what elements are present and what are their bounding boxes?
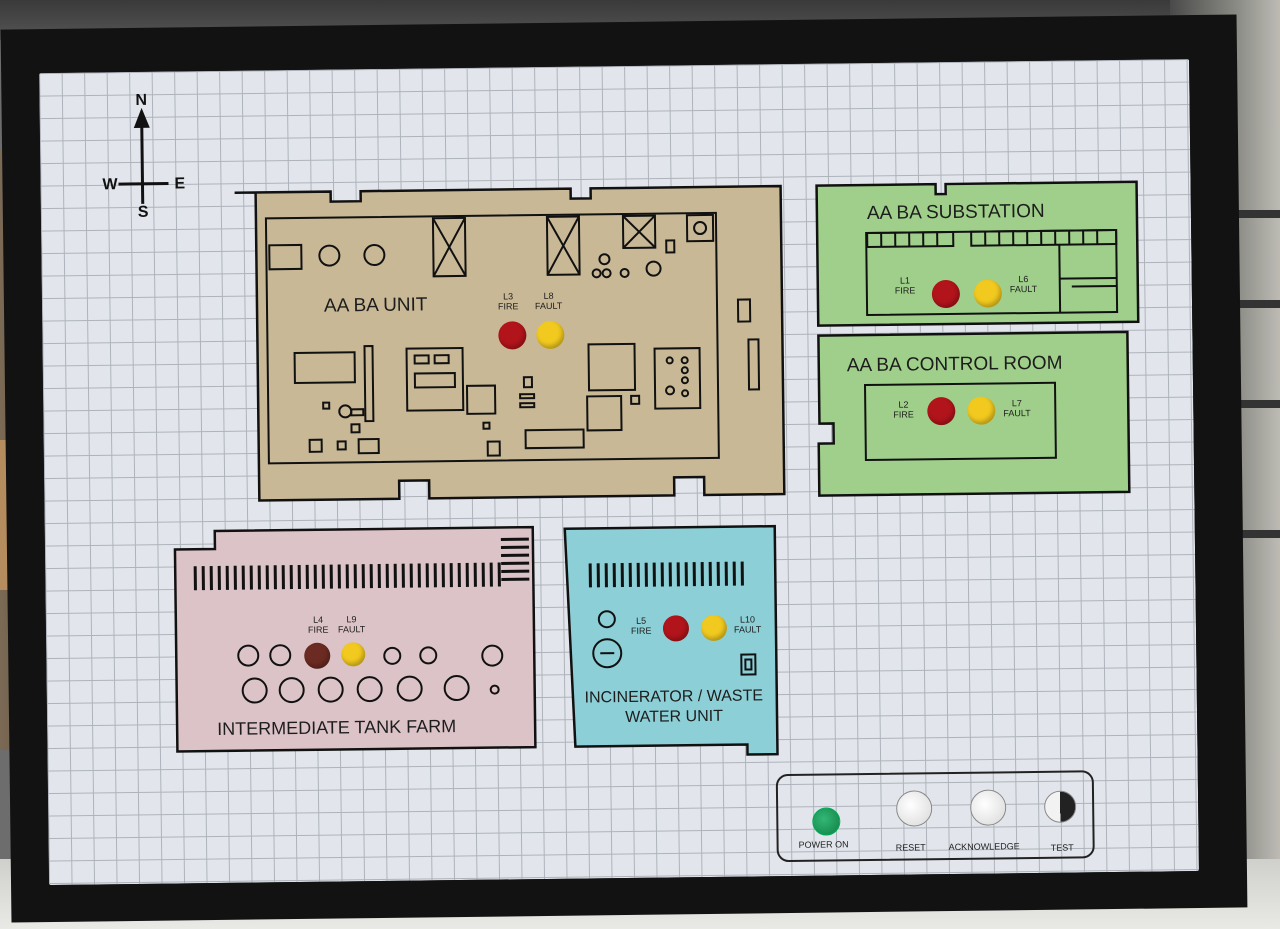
site-plan-drawing xyxy=(173,180,1140,756)
incinerator-inner xyxy=(592,610,757,676)
shelf xyxy=(1210,530,1280,538)
unit-title: AA BA UNIT xyxy=(323,294,428,317)
mimic-panel-frame: N S W E xyxy=(0,14,1248,923)
substation-inner xyxy=(865,228,1119,317)
tank-farm-inner xyxy=(237,644,504,704)
test-label: TEST xyxy=(1050,842,1074,853)
shelf xyxy=(1210,210,1280,218)
compass-rose: N S W E xyxy=(99,91,200,221)
mimic-board: N S W E xyxy=(39,59,1199,886)
power-on-label: POWER ON xyxy=(798,839,849,850)
substation-fire-lamp xyxy=(931,279,961,309)
unit-fault-lamp xyxy=(536,320,565,350)
shelf xyxy=(1210,300,1280,308)
tank-farm-rack xyxy=(193,537,530,591)
test-button[interactable] xyxy=(1043,790,1077,823)
incinerator-fault-lamp xyxy=(700,614,728,642)
acknowledge-label: ACKNOWLEDGE xyxy=(948,841,1020,853)
tank-farm-fault-lamp xyxy=(341,642,366,667)
substation-title: AA BA SUBSTATION xyxy=(866,200,1045,225)
incinerator-title: INCINERATOR / WASTE WATER UNIT xyxy=(584,687,764,727)
reset-button[interactable] xyxy=(895,790,933,827)
compass-arrow-icon xyxy=(118,107,169,204)
incinerator-fire-lamp xyxy=(662,615,690,642)
control-room-title: AA BA CONTROL ROOM xyxy=(846,352,1063,377)
power-on-lamp xyxy=(812,807,841,836)
incinerator-rack xyxy=(588,561,744,588)
shelf xyxy=(1210,400,1280,408)
unit-inner xyxy=(264,211,761,465)
control-room-inner xyxy=(863,381,1057,462)
substation-outline xyxy=(815,180,1140,327)
acknowledge-button[interactable] xyxy=(969,789,1007,826)
control-room-fire-lamp xyxy=(927,396,956,426)
control-room-fault-lamp xyxy=(967,396,996,425)
substation-fault-lamp xyxy=(973,279,1003,308)
control-button-panel: POWER ON RESET ACKNOWLEDGE TEST xyxy=(775,770,1095,863)
tank-farm-title: INTERMEDIATE TANK FARM xyxy=(217,716,457,739)
reset-label: RESET xyxy=(895,842,926,853)
